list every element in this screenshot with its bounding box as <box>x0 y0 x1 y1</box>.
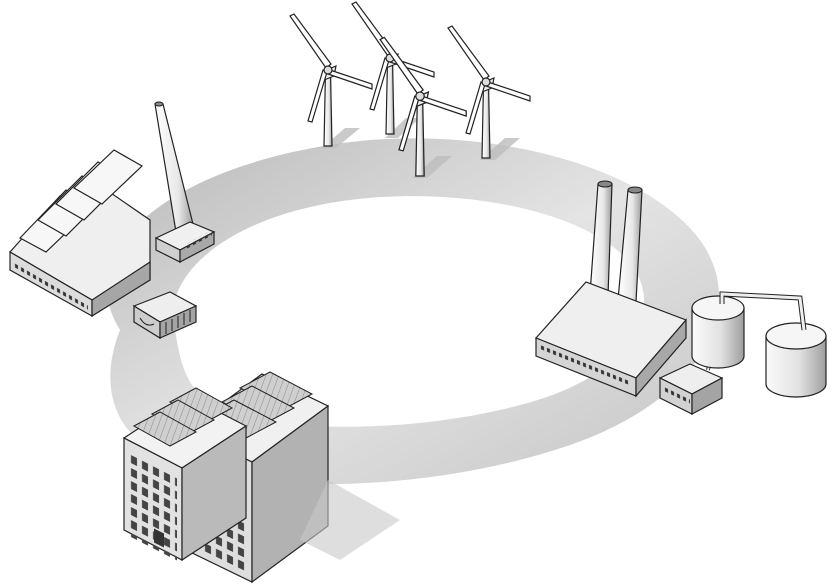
transformer-icon <box>132 291 198 340</box>
storage-tank-icon <box>691 295 745 369</box>
office-building-icon <box>122 387 248 562</box>
storage-tanks <box>691 291 827 398</box>
factory-icon <box>9 101 216 318</box>
power-plant-icon <box>534 180 724 415</box>
storage-tank-icon <box>765 322 827 398</box>
wind-turbine-icon <box>289 13 373 148</box>
wind-turbine-icon <box>447 25 531 160</box>
office-buildings <box>122 371 400 584</box>
grid-ring <box>107 138 720 485</box>
wind-farm <box>289 1 531 178</box>
wind-turbine-icon <box>379 36 467 178</box>
